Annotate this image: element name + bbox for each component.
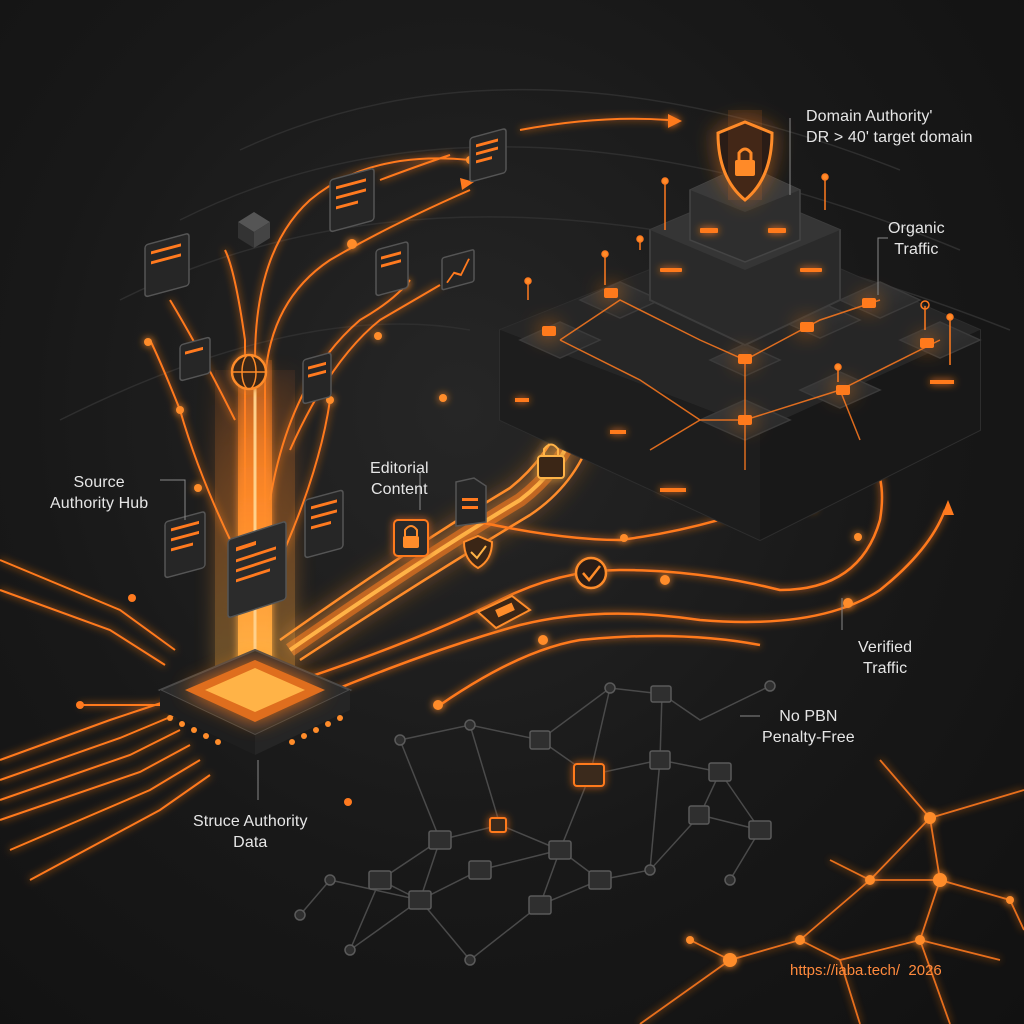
label-line: Domain Authority' <box>806 108 933 125</box>
document-icon <box>375 241 409 297</box>
document-icon <box>304 489 344 559</box>
document-icon <box>302 352 332 405</box>
tower-light-column <box>728 110 762 200</box>
label-line: Struce Authority <box>193 813 308 830</box>
label-line: Data <box>233 834 268 851</box>
label-domain-authority: Domain Authority' DR > 40' target domain <box>806 106 973 148</box>
dark-network-nodes <box>294 680 776 966</box>
orange-network <box>639 759 1024 1024</box>
left-circuit-traces <box>0 559 211 881</box>
checkmark-icon <box>574 556 608 590</box>
chart-icon <box>441 249 475 291</box>
label-line: Verified <box>858 639 913 656</box>
label-line: DR > 40' target domain <box>806 129 973 146</box>
cube-icon <box>238 212 270 248</box>
label-line: Editorial <box>370 460 429 477</box>
label-organic-traffic: Organic Traffic <box>888 218 945 260</box>
label-line: Authority Hub <box>50 495 149 512</box>
arrow-head-top <box>668 114 682 128</box>
globe-icon <box>230 353 268 391</box>
label-line: Content <box>370 481 428 498</box>
label-line: Traffic <box>894 241 939 258</box>
label-editorial-content: Editorial Content <box>370 458 429 500</box>
authority-platform <box>499 164 982 542</box>
shield-check-icon <box>462 534 494 570</box>
label-line: Penalty-Free <box>762 729 855 746</box>
label-line: No PBN <box>779 708 838 725</box>
document-icon <box>227 521 287 618</box>
source-hub-beam <box>215 360 295 670</box>
document-icon <box>329 168 375 233</box>
data-packet-icon <box>476 594 532 630</box>
source-hub-chip <box>157 648 353 755</box>
document-icon <box>179 336 211 382</box>
document-icon <box>144 233 190 298</box>
document-icon <box>469 128 507 183</box>
footer-url: https://iaba.tech/ 2026 <box>790 962 942 979</box>
label-line: Source <box>73 474 125 491</box>
label-verified-traffic: Verified Traffic <box>858 637 912 679</box>
label-structured-data: Struce Authority Data <box>193 811 308 853</box>
document-icon <box>455 477 487 527</box>
shield-lock-icon <box>716 120 774 202</box>
traffic-flow-lines <box>299 438 947 707</box>
left-circuit-dots <box>76 594 352 806</box>
label-line: Organic <box>888 220 945 237</box>
document-icon <box>164 511 206 579</box>
highlighted-network-nodes <box>489 763 605 833</box>
padlock-icon <box>537 443 565 479</box>
label-source-authority-hub: Source Authority Hub <box>50 472 148 514</box>
padlock-icon <box>393 519 429 557</box>
orange-network-nodes <box>686 812 1014 967</box>
arrow-head-right <box>942 500 954 515</box>
label-no-pbn: No PBN Penalty-Free <box>762 706 855 748</box>
label-leader-lines <box>160 118 888 800</box>
label-line: Traffic <box>862 660 908 677</box>
document-cards <box>144 128 507 618</box>
